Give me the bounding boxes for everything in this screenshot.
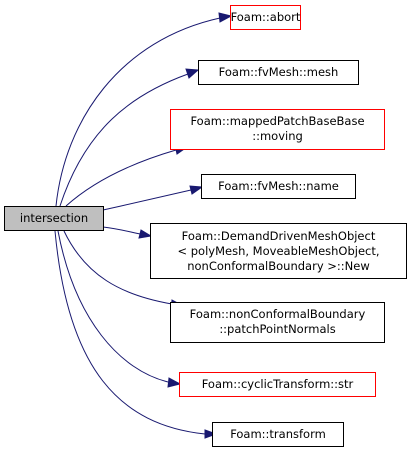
node-intersection[interactable]: intersection xyxy=(4,206,104,231)
edge-to-normals xyxy=(63,230,173,305)
node-normals-label-line2: ::patchPointNormals xyxy=(219,322,335,336)
node-transform-label: Foam::transform xyxy=(230,427,326,441)
node-str[interactable]: Foam::cyclicTransform::str xyxy=(179,372,376,397)
edge-to-moving xyxy=(65,149,177,207)
edge-to-transform xyxy=(54,230,206,435)
node-name-label: Foam::fvMesh::name xyxy=(218,179,339,193)
node-intersection-label: intersection xyxy=(20,211,88,225)
arrowhead-transform xyxy=(204,429,218,439)
node-abort[interactable]: Foam::abort xyxy=(230,5,301,30)
node-new-label-line2: < polyMesh, MoveableMeshObject, xyxy=(177,244,379,258)
arrowhead-str xyxy=(167,377,182,388)
edges xyxy=(54,12,233,439)
node-moving[interactable]: Foam::mappedPatchBaseBase ::moving xyxy=(170,109,385,150)
node-new[interactable]: Foam::DemandDrivenMeshObject < polyMesh,… xyxy=(150,223,407,279)
arrowhead-name xyxy=(189,185,204,195)
node-moving-label-line2: ::moving xyxy=(252,129,303,143)
edge-to-name xyxy=(102,189,192,211)
edge-to-str xyxy=(57,230,169,383)
node-abort-label: Foam::abort xyxy=(231,10,301,24)
node-new-label-line1: Foam::DemandDrivenMeshObject xyxy=(182,229,376,243)
node-moving-label-line1: Foam::mappedPatchBaseBase xyxy=(190,114,364,128)
node-name[interactable]: Foam::fvMesh::name xyxy=(201,174,356,199)
node-normals-label-line1: Foam::nonConformalBoundary xyxy=(190,307,366,321)
node-transform[interactable]: Foam::transform xyxy=(212,422,344,447)
node-str-label: Foam::cyclicTransform::str xyxy=(202,377,354,391)
node-mesh[interactable]: Foam::fvMesh::mesh xyxy=(198,60,359,85)
node-normals[interactable]: Foam::nonConformalBoundary ::patchPointN… xyxy=(170,302,385,343)
edge-to-mesh xyxy=(59,73,189,207)
node-new-label-line3: nonConformalBoundary >::New xyxy=(187,259,370,273)
node-mesh-label: Foam::fvMesh::mesh xyxy=(219,65,339,79)
edge-to-abort xyxy=(55,17,221,207)
arrowhead-abort xyxy=(218,12,233,23)
edge-to-new xyxy=(102,226,141,235)
arrowhead-new xyxy=(138,229,153,239)
arrowhead-mesh xyxy=(185,68,200,79)
